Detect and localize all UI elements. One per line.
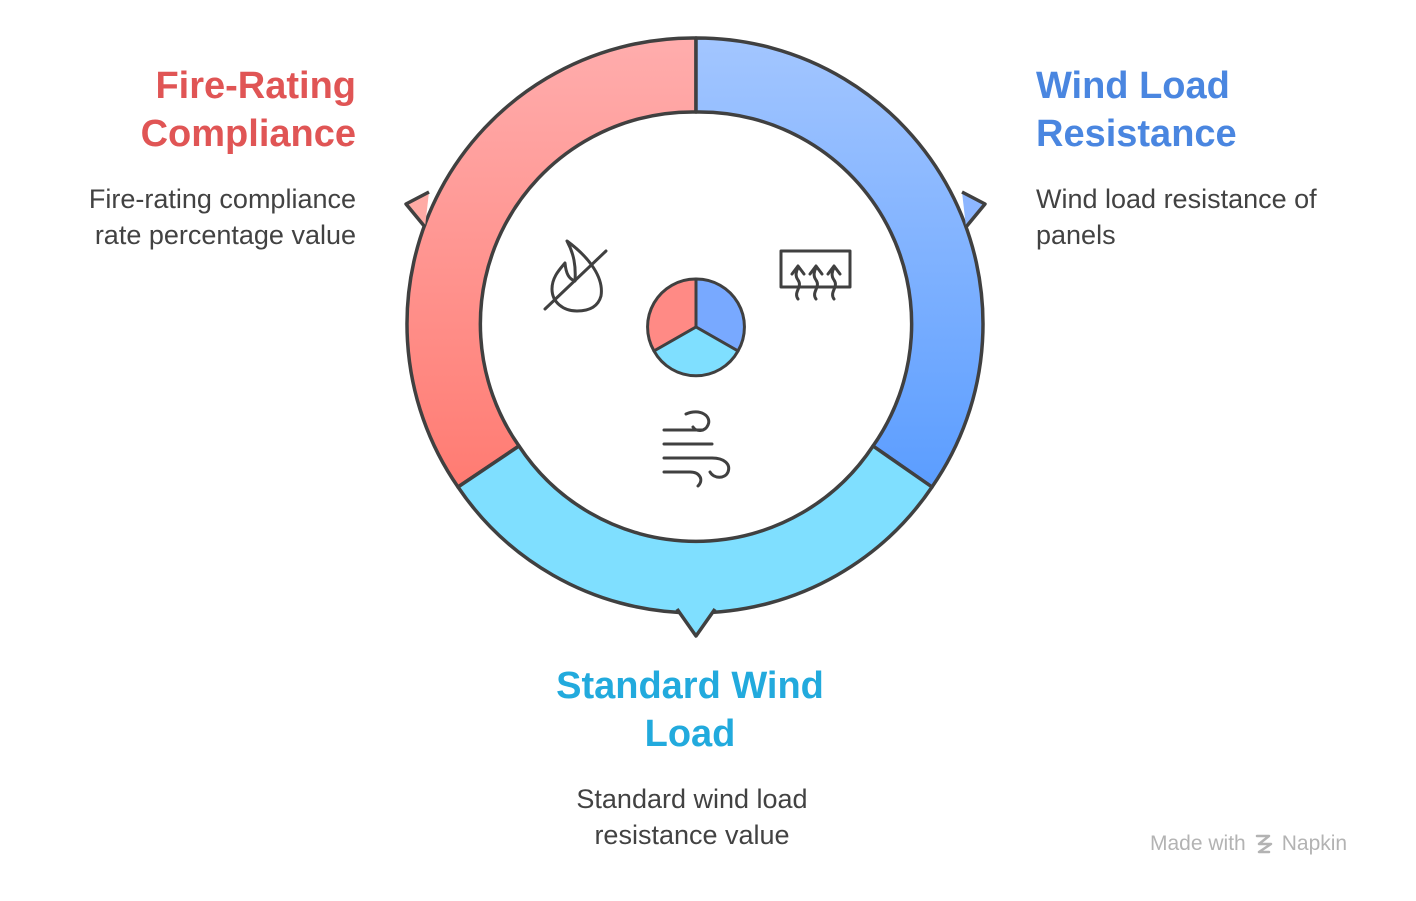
fire-rating-description-line-2: rate percentage value — [94, 220, 356, 250]
wind-icon — [662, 410, 731, 488]
pointer-wind — [961, 190, 987, 229]
credit-prefix: Made with — [1150, 832, 1246, 855]
no-fire-icon — [543, 239, 608, 313]
wind-load-description: Wind load resistance of panels — [1036, 181, 1396, 253]
credit-brand: Napkin — [1281, 832, 1348, 855]
wind-load-title-line-2: Resistance — [1036, 113, 1237, 155]
wind-load-description-line-2: panels — [1036, 220, 1116, 250]
ring-segment-fire — [405, 36, 698, 489]
wind-load-description-line-1: Wind load resistance of — [1036, 184, 1317, 214]
standard-wind-description-line-1: Standard wind load — [576, 784, 808, 814]
wind-load-title-line-1: Wind Load — [1036, 65, 1230, 107]
ring-segment-wind — [694, 36, 985, 489]
standard-wind-title-line-2: Load — [644, 713, 736, 755]
heating-vent-icon — [779, 249, 852, 301]
fire-rating-title: Fire-Rating Compliance — [60, 62, 356, 158]
fire-rating-description: Fire-rating compliance rate percentage v… — [30, 181, 356, 253]
fire-rating-description-line-1: Fire-rating compliance — [88, 184, 356, 214]
fire-rating-title-line-1: Fire-Rating — [155, 65, 356, 107]
made-with-napkin-credit: Made with Napkin — [1150, 832, 1375, 856]
standard-wind-title-line-1: Standard Wind — [556, 665, 824, 707]
pie-icon — [646, 277, 746, 378]
wind-load-title: Wind Load Resistance — [1036, 62, 1366, 158]
fire-rating-title-line-2: Compliance — [140, 113, 356, 155]
pointer-fire — [404, 190, 430, 229]
standard-wind-description: Standard wind load resistance value — [492, 781, 892, 853]
standard-wind-description-line-2: resistance value — [594, 820, 790, 850]
ring-segment-standard — [456, 444, 934, 615]
standard-wind-title: Standard Wind Load — [490, 662, 890, 758]
pointer-standard — [675, 607, 717, 638]
napkin-logo-icon — [1255, 834, 1272, 854]
